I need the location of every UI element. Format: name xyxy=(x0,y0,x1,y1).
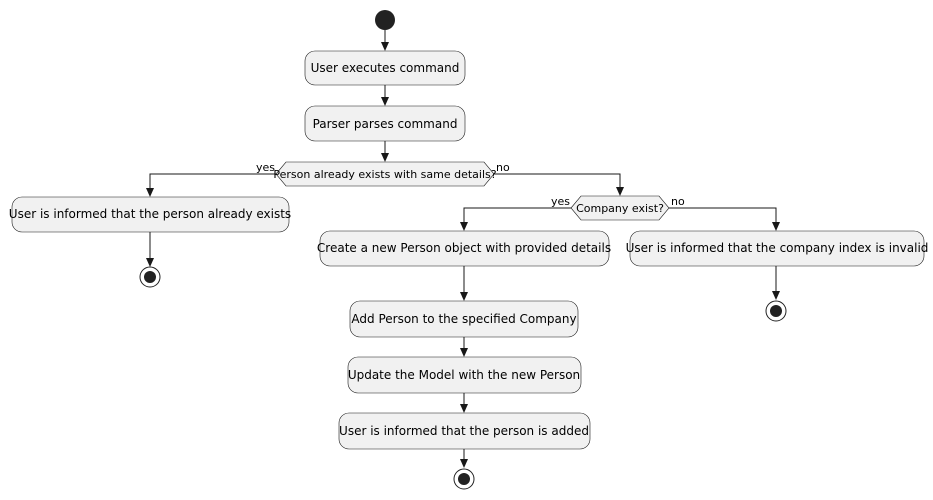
arrow-head xyxy=(381,153,389,162)
action-create-person: Create a new Person object with provided… xyxy=(317,230,611,267)
arrow-head xyxy=(460,404,468,413)
arrow-head xyxy=(460,348,468,357)
edge-person-exists-yes xyxy=(149,173,276,190)
branch-label-yes: yes xyxy=(256,161,275,174)
arrow-head xyxy=(381,97,389,106)
edge-company-exist-no xyxy=(669,207,777,224)
action-label: Create a new Person object with provided… xyxy=(317,241,611,255)
action-label: Update the Model with the new Person xyxy=(348,368,580,382)
arrow-head xyxy=(146,188,154,197)
action-update-model: Update the Model with the new Person xyxy=(347,356,582,394)
branch-label-no: no xyxy=(496,161,510,174)
arrow-head xyxy=(460,292,468,301)
action-person-added: User is informed that the person is adde… xyxy=(338,412,591,450)
arrow-head xyxy=(616,187,624,196)
edges xyxy=(146,30,780,468)
action-company-index-invalid: User is informed that the company index … xyxy=(626,230,929,267)
decision-label: Company exist? xyxy=(576,202,664,215)
action-label: User is informed that the company index … xyxy=(626,241,929,255)
end-node-person-exists xyxy=(139,266,161,288)
arrow-head xyxy=(381,42,389,51)
start-node xyxy=(375,10,395,30)
branch-label-yes: yes xyxy=(551,195,570,208)
arrow-head xyxy=(772,291,780,300)
action-label: Parser parses command xyxy=(313,117,458,131)
end-node-person-added xyxy=(453,468,475,490)
action-add-person-to-company: Add Person to the specified Company xyxy=(349,300,579,338)
branch-label-no: no xyxy=(671,195,685,208)
arrow-head xyxy=(460,222,468,231)
arrow-head xyxy=(460,459,468,468)
edge-person-exists-no xyxy=(494,173,621,188)
action-label: User is informed that the person already… xyxy=(9,207,291,221)
decision-company-exist: Company exist? xyxy=(570,195,670,221)
arrow-head xyxy=(772,222,780,231)
action-label: User is informed that the person is adde… xyxy=(339,424,589,438)
action-person-already-exists: User is informed that the person already… xyxy=(9,196,291,233)
edge-company-exist-yes xyxy=(463,207,571,224)
end-node-company-invalid xyxy=(765,300,787,322)
action-label: Add Person to the specified Company xyxy=(351,312,576,326)
decision-person-exists: Person already exists with same details? xyxy=(273,161,497,187)
action-parser-parses-command: Parser parses command xyxy=(304,105,466,142)
decision-label: Person already exists with same details? xyxy=(273,168,496,181)
action-user-executes-command: User executes command xyxy=(304,50,466,86)
arrow-head xyxy=(146,258,154,267)
action-label: User executes command xyxy=(311,61,460,75)
